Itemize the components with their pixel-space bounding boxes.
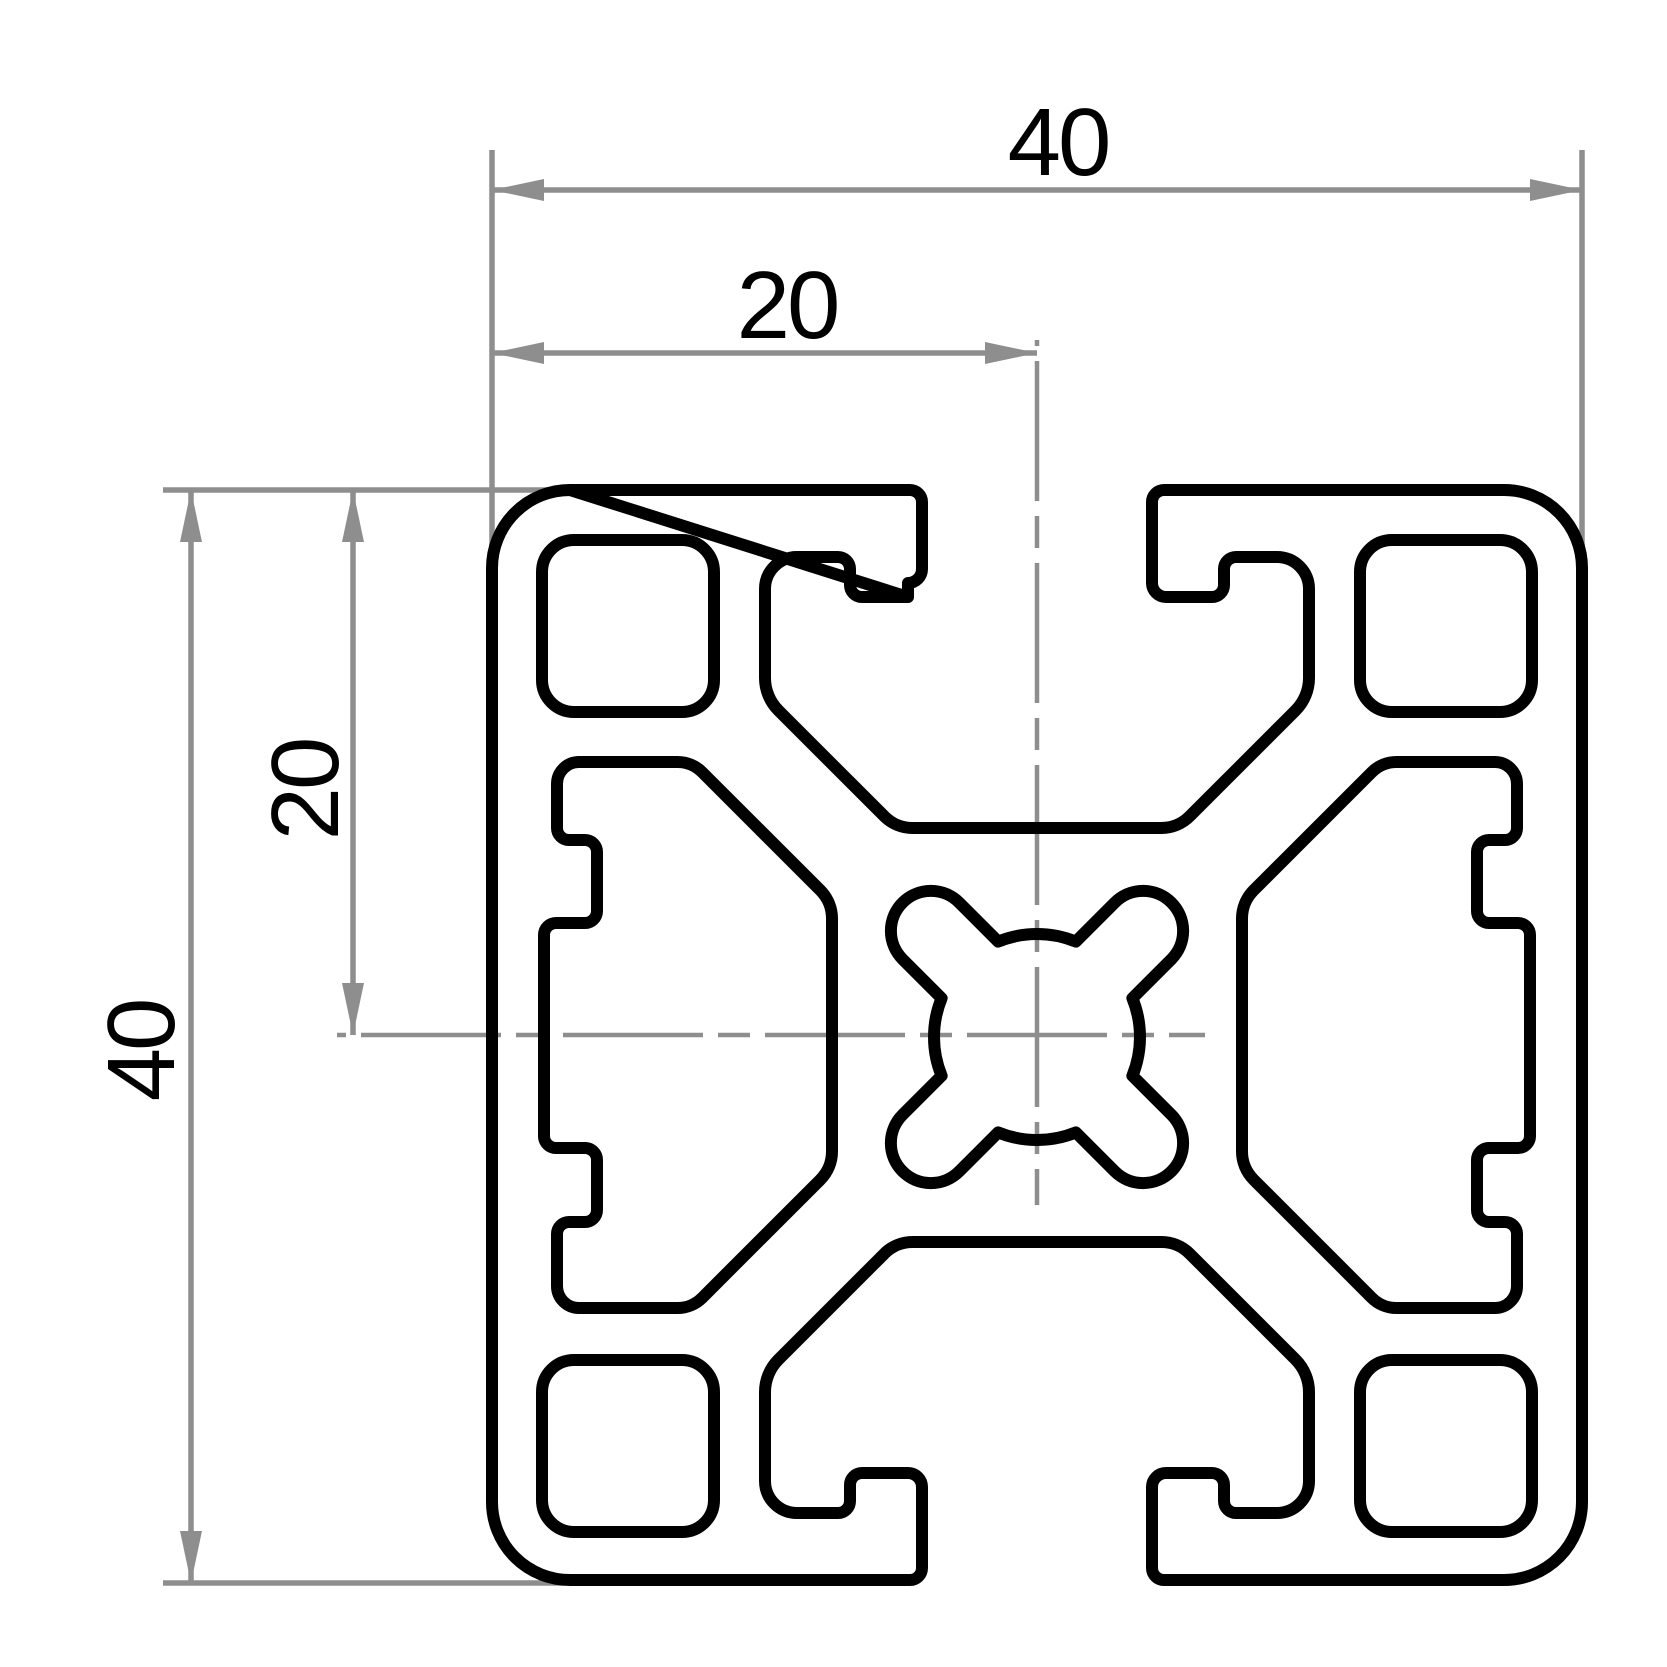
corner-chamber-hole-bottom-left (536, 1354, 720, 1538)
dimension-arrowheads (180, 179, 1582, 1583)
dim-label-overall-width: 40 (1007, 89, 1112, 196)
profile-outer-contour (486, 484, 1588, 1586)
dim-label-half-height: 20 (252, 739, 359, 841)
profile-layer (486, 484, 1588, 1586)
corner-chamber-hole-top-left (536, 534, 720, 718)
cavity-left (538, 756, 839, 1314)
core-bore (884, 884, 1190, 1190)
corner-chamber-hole-top-right (1354, 534, 1538, 718)
dim-label-overall-height: 40 (88, 1000, 195, 1102)
dim-label-half-width: 20 (736, 252, 841, 359)
dimension-layer (163, 150, 1585, 1586)
corner-chamber-hole-bottom-right (1354, 1354, 1538, 1538)
cavity-right (1235, 756, 1536, 1314)
